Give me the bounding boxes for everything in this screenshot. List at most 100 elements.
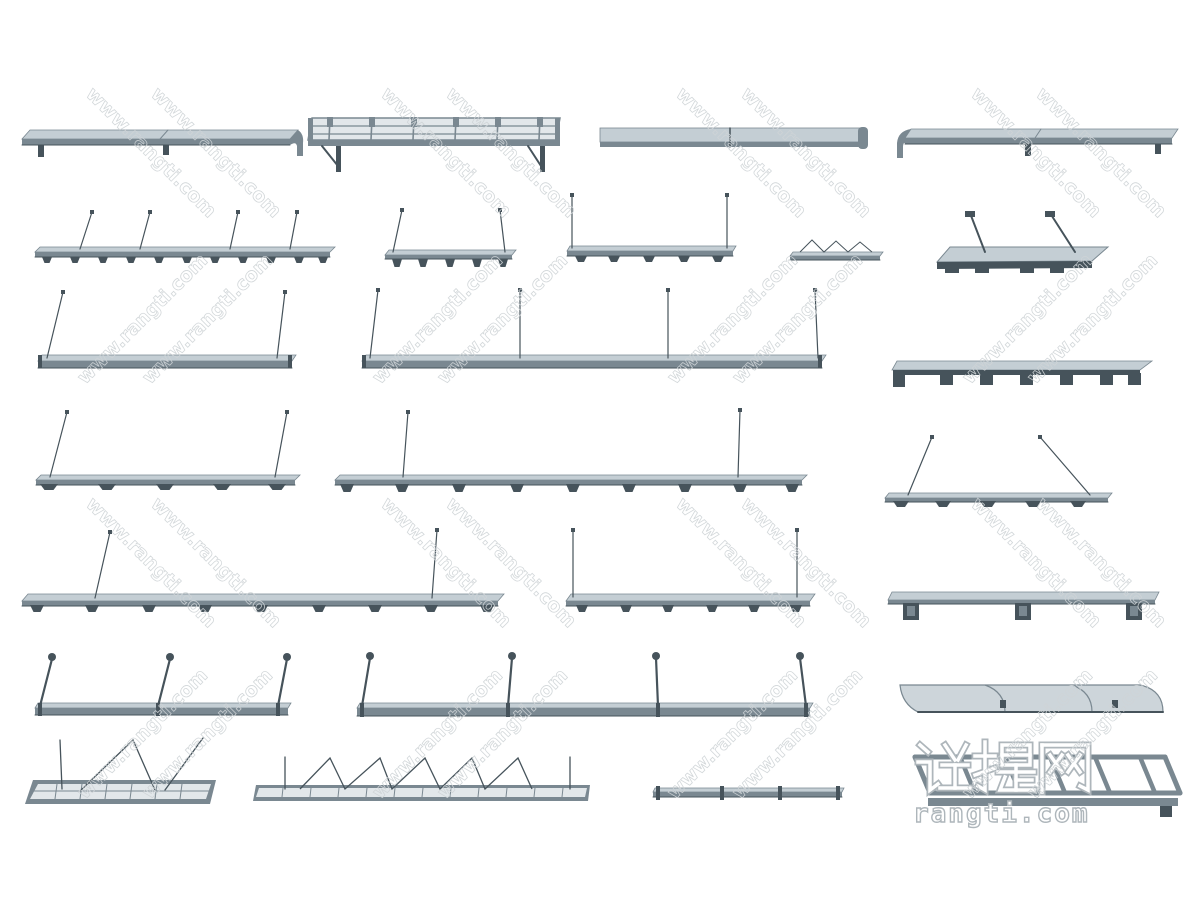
grid-line (505, 787, 508, 798)
glass-panel (21, 129, 299, 140)
bracket (38, 145, 44, 157)
bracket (42, 257, 52, 263)
bracket-plate (907, 606, 915, 616)
post-plate (156, 703, 160, 716)
glass-panel (904, 128, 1179, 139)
wall-anchor (285, 410, 289, 414)
front-beam (308, 140, 560, 146)
bracket (498, 259, 508, 267)
wall-anchor (236, 210, 240, 214)
rib-cap (537, 117, 543, 127)
end-cap (288, 355, 292, 368)
bracket (790, 605, 802, 612)
post-plate (360, 703, 364, 717)
grid-line (365, 787, 368, 798)
frame-side (1162, 754, 1183, 796)
support-post (654, 656, 660, 708)
logo-stroke-fill (942, 742, 958, 763)
tie-rod (229, 211, 239, 250)
base-beam (928, 798, 1178, 806)
canopy-suspended-14 (334, 408, 808, 492)
grid-line (281, 787, 284, 798)
logo-stroke-fill (997, 774, 1036, 792)
clip (1000, 700, 1006, 708)
canopy-bracketed-18 (887, 591, 1160, 620)
front-beam (905, 138, 1172, 144)
bracket (154, 257, 164, 263)
tie-rod (46, 291, 64, 359)
bracket (85, 605, 99, 612)
tie-rod (164, 737, 204, 791)
support-post (798, 656, 808, 708)
support-post (506, 656, 514, 708)
front-beam (38, 361, 292, 368)
rib-cap (411, 117, 417, 127)
logo-stroke-fill (1040, 743, 1090, 793)
canopy-tray-22 (25, 737, 216, 804)
wall-anchor (108, 530, 112, 534)
panel-joint (1034, 128, 1042, 139)
end-cap (290, 130, 304, 156)
bracket (1025, 144, 1031, 156)
ball-finial (366, 652, 374, 660)
front-beam (22, 601, 498, 606)
bracket (1155, 144, 1161, 154)
grid-line (449, 787, 452, 798)
bracket (608, 256, 620, 262)
panel-joint (159, 129, 169, 140)
bracket (445, 259, 455, 267)
bracket (836, 786, 840, 800)
end-post (555, 118, 560, 146)
bracket-plate (1130, 606, 1138, 616)
tie-rod (402, 411, 409, 478)
wall-anchor (376, 288, 380, 292)
tie-rod (969, 212, 986, 253)
ball-finial (166, 653, 174, 661)
glass-panel (334, 474, 808, 481)
bracket (30, 605, 44, 612)
panel-rib (984, 684, 1006, 713)
bracket (678, 256, 690, 262)
canopy-curved-glass-4 (897, 128, 1179, 158)
bracket (510, 484, 524, 492)
canopy-suspended-16 (21, 528, 505, 612)
site-logo: rangti.com (912, 738, 1092, 830)
post-plate (506, 703, 510, 717)
bracket (318, 257, 328, 263)
post-plate (276, 703, 280, 716)
grid-line (421, 787, 424, 798)
tie-rod (139, 211, 151, 250)
end-cap (362, 355, 366, 368)
wall-anchor (148, 210, 152, 214)
bracket (893, 501, 909, 507)
logo-stroke-fill (1000, 743, 1032, 767)
canopy-suspended-13 (35, 410, 301, 490)
wall-anchor (498, 208, 502, 212)
bracket-strut (527, 145, 542, 167)
bracket (1020, 373, 1033, 385)
wall-anchor (570, 193, 574, 197)
tie-rod (94, 531, 111, 599)
logo-mark (914, 738, 1092, 797)
grid-line (154, 783, 158, 800)
support-post (360, 656, 372, 708)
wall-anchor (930, 435, 934, 439)
logo-stroke-fill (972, 765, 998, 778)
grid-line (533, 787, 536, 798)
tie-rod (1039, 436, 1091, 496)
front-beam (35, 708, 288, 715)
bracket-strut (321, 145, 339, 167)
grid-line (54, 783, 58, 800)
bracket (424, 605, 438, 612)
front-beam (22, 139, 290, 145)
rib-cap (453, 117, 459, 127)
tie-rod (59, 739, 63, 790)
wall-anchor (400, 208, 404, 212)
bracket (1128, 373, 1141, 385)
bracket (935, 501, 951, 507)
tie-rod (907, 436, 933, 496)
tie-rod (49, 411, 68, 478)
logo-stroke-fill (1065, 752, 1083, 775)
bracket (980, 501, 996, 507)
bracket (312, 605, 326, 612)
